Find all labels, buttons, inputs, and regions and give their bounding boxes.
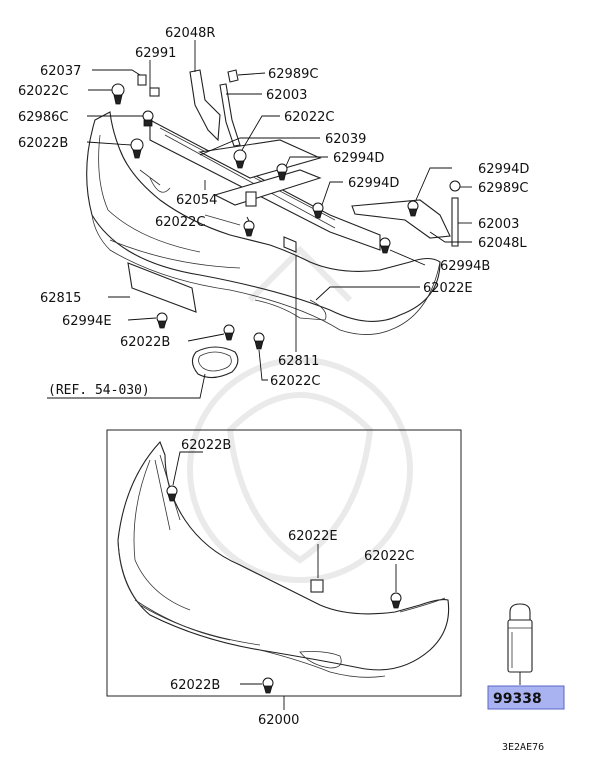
label-ref-54-030: (REF. 54-030) [48, 383, 150, 398]
clip-62022C-b [233, 149, 247, 169]
bumper-cover-upper [86, 111, 441, 335]
clip-62986C [142, 110, 154, 127]
label-62022C-b: 62022C [284, 110, 334, 125]
bumper-reinforcement [149, 119, 381, 251]
diagram-code: 3E2AE76 [502, 742, 544, 753]
label-62054: 62054 [176, 193, 217, 208]
label-99338: 99338 [493, 691, 542, 707]
label-62989C-top: 62989C [268, 67, 318, 82]
label-62986C: 62986C [18, 110, 68, 125]
clip-62989C-top [227, 69, 239, 83]
bracket-62048R [189, 69, 221, 142]
clip-62989C-right [449, 180, 461, 192]
bumper-cover-assembly [117, 440, 450, 678]
clip-62994D-b [312, 202, 324, 219]
label-62994D-b: 62994D [348, 176, 399, 191]
label-62003-top: 62003 [266, 88, 307, 103]
label-62003-right: 62003 [478, 217, 519, 232]
label-62048L: 62048L [478, 236, 527, 251]
label-62994E: 62994E [62, 314, 112, 329]
label-62989C-right: 62989C [478, 181, 528, 196]
bracket-62815 [127, 262, 197, 313]
clip-62991 [149, 87, 160, 97]
watermark-emblem [187, 245, 413, 583]
label-62048R: 62048R [165, 26, 215, 41]
label-62022C-a: 62022C [18, 84, 68, 99]
clip-62994E [156, 312, 168, 329]
label-inset-62022E: 62022E [288, 529, 338, 544]
leader-lines-inset [172, 451, 521, 710]
labels-inset: 62022B 62022E 62022C 62022B 62000 [170, 438, 414, 728]
label-62994D-right: 62994D [478, 162, 529, 177]
label-inset-62022C: 62022C [364, 549, 414, 564]
label-inset-62022B: 62022B [181, 438, 231, 453]
label-62991: 62991 [135, 46, 176, 61]
touch-up-paint-bottle [507, 603, 533, 673]
inset-clips [166, 485, 402, 694]
label-62811: 62811 [278, 354, 319, 369]
leader-lines-upper [47, 40, 472, 399]
clip-62022C-d [253, 332, 265, 350]
label-62994B: 62994B [440, 259, 490, 274]
label-inset-62022B-bottom: 62022B [170, 678, 220, 693]
emblem-62811 [283, 236, 297, 253]
label-62022B-a: 62022B [18, 136, 68, 151]
label-62815: 62815 [40, 291, 81, 306]
clip-62994D-right [407, 200, 419, 217]
label-62000: 62000 [258, 713, 299, 728]
clip-62022C-a [111, 83, 125, 105]
bracket-62048L [351, 197, 459, 247]
clip-62022C-c [243, 220, 255, 237]
label-62039: 62039 [325, 132, 366, 147]
label-62022B-b: 62022B [120, 335, 170, 350]
label-62994D-a: 62994D [333, 151, 384, 166]
label-62037: 62037 [40, 64, 81, 79]
clip-62022B-b [223, 324, 235, 341]
inset-clip-62022B [166, 485, 178, 502]
label-62022E-a: 62022E [423, 281, 473, 296]
clip-62037 [137, 74, 147, 86]
part-highlight-99338 [487, 685, 565, 710]
stay-62003-top [219, 83, 241, 147]
label-62022C-c: 62022C [155, 215, 205, 230]
clip-62994D-a [276, 163, 288, 181]
fog-cover [191, 346, 239, 379]
inset-clip-62022C [390, 592, 402, 609]
inset-clip-62022B-bottom [262, 677, 274, 694]
label-62022C-d: 62022C [270, 374, 320, 389]
clip-62994B [379, 237, 391, 254]
clip-62022B-a [130, 138, 144, 159]
labels-upper: 62048R 62037 62991 62989C 62022C 62003 6… [18, 26, 529, 398]
